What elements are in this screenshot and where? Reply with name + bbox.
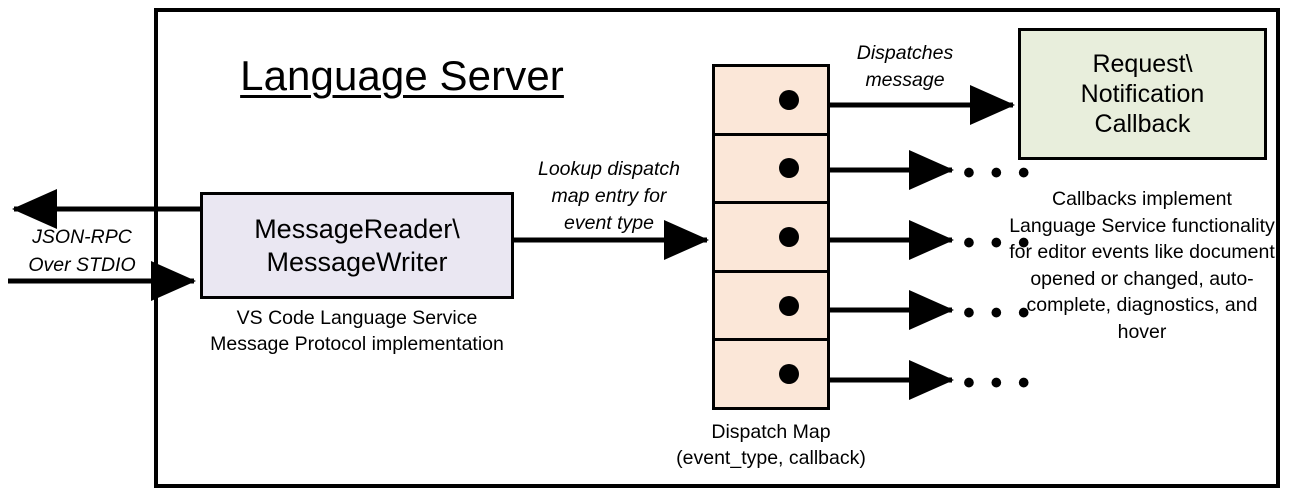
entry-dot-icon xyxy=(779,89,799,110)
language-server-frame xyxy=(154,8,1280,488)
ellipsis-2: • • • xyxy=(963,154,1033,192)
ellipsis-3: • • • xyxy=(963,224,1033,262)
message-component-caption: VS Code Language Service Message Protoco… xyxy=(210,307,504,355)
dispatch-map-row[interactable] xyxy=(715,341,827,407)
message-reader-writer-box[interactable]: MessageReader\ MessageWriter xyxy=(200,192,514,299)
dispatch-map-table[interactable] xyxy=(712,64,830,410)
entry-dot-icon xyxy=(779,158,799,179)
ellipsis-4: • • • xyxy=(963,294,1033,332)
dispatches-message-label: Dispatches message xyxy=(856,42,954,91)
page-title: Language Server xyxy=(240,52,564,99)
entry-dot-icon xyxy=(779,364,799,385)
dispatch-map-row[interactable] xyxy=(715,204,827,273)
dispatch-map-caption: Dispatch Map (event_type, callback) xyxy=(676,421,866,470)
ellipsis-5: • • • xyxy=(963,364,1033,402)
entry-dot-icon xyxy=(779,226,799,247)
entry-dot-icon xyxy=(779,295,799,316)
dispatch-map-row[interactable] xyxy=(715,67,827,136)
transport-label: JSON-RPC Over STDIO xyxy=(28,226,136,276)
dispatch-map-row[interactable] xyxy=(715,273,827,342)
request-notification-callback-box[interactable]: Request\ Notification Callback xyxy=(1018,28,1267,160)
message-reader-writer-label: MessageReader\ MessageWriter xyxy=(254,213,460,277)
lookup-dispatch-label: Lookup dispatch map entry for event type xyxy=(537,158,681,234)
callback-caption: Callbacks implement Language Service fun… xyxy=(1009,188,1275,343)
dispatch-map-row[interactable] xyxy=(715,136,827,205)
callback-label: Request\ Notification Callback xyxy=(1080,50,1205,138)
